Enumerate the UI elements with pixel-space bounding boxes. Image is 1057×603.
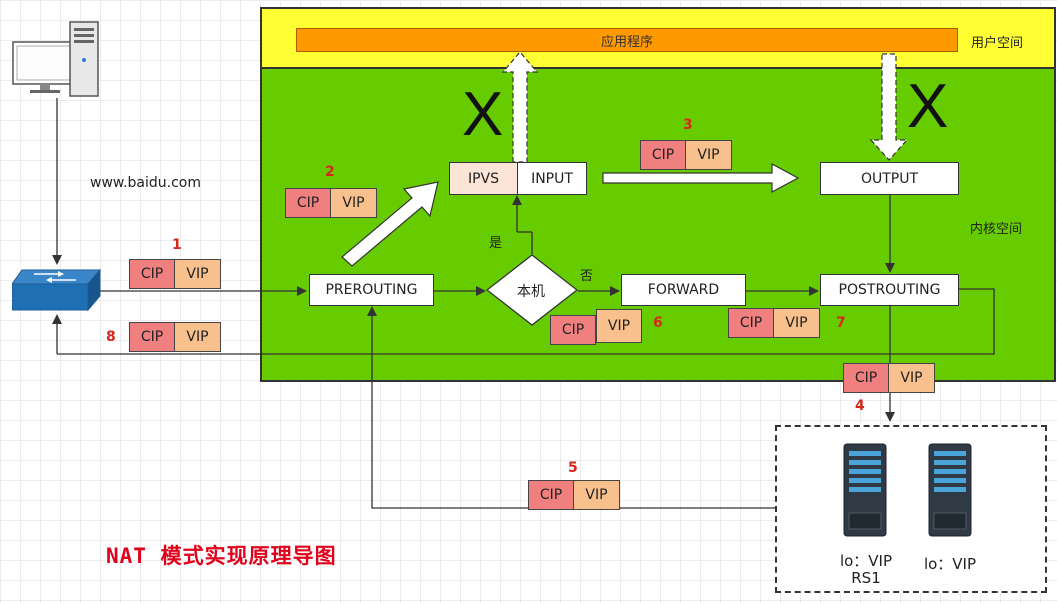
switch-icon (11, 266, 102, 312)
packet-2: CIP VIP (285, 188, 377, 218)
postrouting-chain-box: POSTROUTING (820, 274, 959, 306)
prerouting-chain-box: PREROUTING (309, 274, 434, 306)
real-server-group (775, 425, 1047, 593)
packet-6-vip: VIP (596, 309, 642, 343)
real-server-2-lo: lo：VIP (923, 555, 977, 573)
packet-5-number: 5 (568, 460, 578, 476)
packet-3-vip: VIP (686, 140, 732, 170)
user-space-label: 用户空间 (971, 36, 1024, 51)
real-server-1-icon (843, 443, 887, 537)
packet-8-vip: VIP (175, 322, 221, 352)
packet-4-vip: VIP (889, 363, 935, 393)
packet-8-number: 8 (106, 329, 116, 345)
blocked-up-mark: X (462, 80, 504, 149)
real-server-1-name: RS1 (851, 569, 881, 587)
output-chain-box: OUTPUT (820, 162, 959, 195)
packet-2-number: 2 (325, 164, 335, 180)
decision-yes-label: 是 (489, 236, 503, 251)
packet-2-cip: CIP (285, 188, 331, 218)
input-chain-box: INPUT (517, 162, 587, 195)
packet-4-number: 4 (855, 398, 865, 414)
blocked-down-mark: X (907, 72, 949, 141)
packet-3-number: 3 (683, 117, 693, 133)
packet-7: CIP VIP (728, 308, 820, 338)
packet-6-cip: CIP (550, 315, 596, 345)
application-bar: 应用程序 (296, 28, 958, 52)
real-server-1-lo: lo：VIP (839, 552, 893, 570)
packet-6-number: 6 (653, 315, 663, 331)
packet-5-vip: VIP (574, 480, 620, 510)
packet-4-cip: CIP (843, 363, 889, 393)
packet-7-number: 7 (836, 315, 846, 331)
ipvs-box: IPVS (449, 162, 518, 195)
packet-2-vip: VIP (331, 188, 377, 218)
kernel-space-label: 内核空间 (970, 222, 1023, 237)
packet-3-cip: CIP (640, 140, 686, 170)
real-server-2-icon (928, 443, 972, 537)
client-url: www.baidu.com (90, 175, 201, 191)
packet-6: CIP VIP (550, 309, 642, 345)
packet-1-cip: CIP (129, 259, 175, 289)
local-decision-diamond (485, 254, 579, 326)
packet-5: CIP VIP (528, 480, 620, 510)
packet-5-cip: CIP (528, 480, 574, 510)
packet-8-cip: CIP (129, 322, 175, 352)
diagram-title: NAT 模式实现原理导图 (106, 544, 337, 568)
forward-chain-box: FORWARD (621, 274, 746, 306)
packet-7-cip: CIP (728, 308, 774, 338)
decision-label: 本机 (517, 284, 545, 300)
packet-1-vip: VIP (175, 259, 221, 289)
packet-1-number: 1 (172, 237, 182, 253)
decision-no-label: 否 (580, 269, 594, 284)
packet-8: CIP VIP (129, 322, 221, 352)
client-computer-icon (12, 20, 102, 98)
packet-7-vip: VIP (774, 308, 820, 338)
packet-3: CIP VIP (640, 140, 732, 170)
packet-1: CIP VIP (129, 259, 221, 289)
packet-4: CIP VIP (843, 363, 935, 393)
